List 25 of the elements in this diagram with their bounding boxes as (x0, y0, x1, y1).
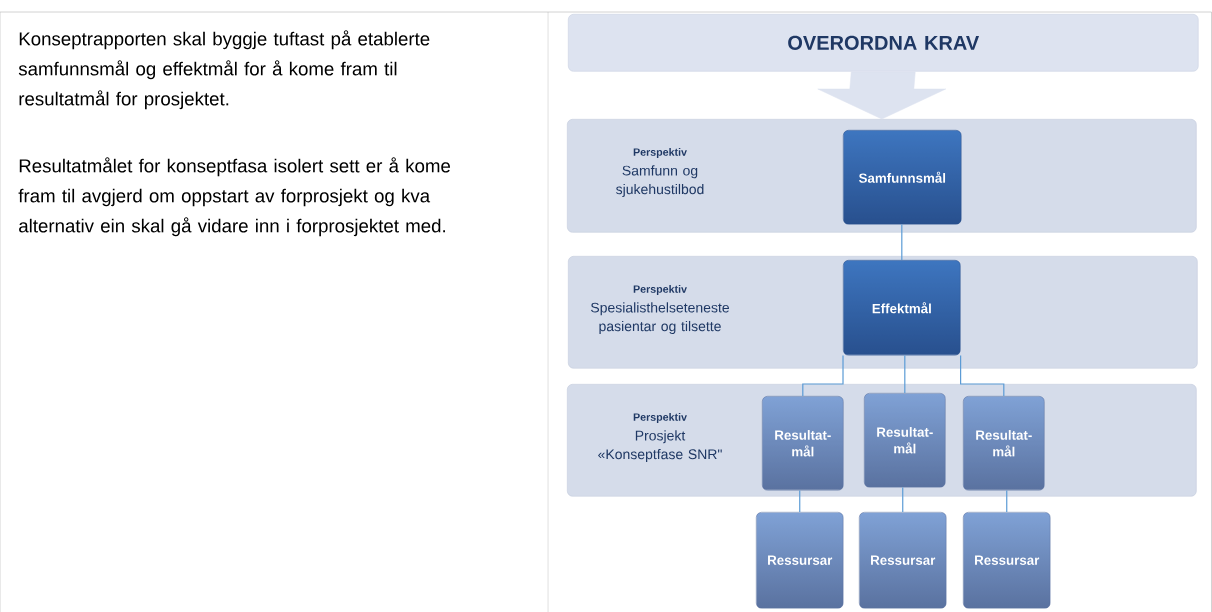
heading-band: OVERORDNA KRAV (568, 14, 1199, 72)
connector-line (904, 354, 906, 394)
paragraph: Resultatmålet for konseptfasa isolert sett er å kome fram til avgjerd om oppstart av forprosjekt og kva alternativ ein skal gå vidare inn i forprosjektet med. (18, 157, 451, 237)
connector-line (802, 354, 844, 397)
paragraph: Konseptrapporten skal byggje tuftast på etablerte samfunnsmål og effektmål for å kome fram til resultatmål for prosjektet. (18, 30, 430, 110)
goal-box: Effektmål (843, 260, 961, 356)
goal-box: Ressursar (963, 512, 1051, 609)
connector-line (799, 489, 801, 513)
goal-box: Resultat- mål (864, 393, 946, 488)
goal-box: Ressursar (859, 512, 947, 609)
goal-box: Ressursar (756, 512, 844, 609)
goal-box: Resultat- mål (963, 396, 1045, 491)
perspective-heading: Perspektiv (633, 148, 687, 158)
block-arrow (817, 71, 947, 120)
connector-line (1006, 489, 1008, 513)
goal-box: Resultat- mål (762, 396, 844, 491)
perspective-heading: Perspektiv (633, 285, 687, 295)
connector-line (960, 354, 1005, 397)
perspective-text: Samfunn og sjukehustilbod (616, 165, 704, 197)
perspective-text: Prosjekt «Konseptfase SNR" (598, 430, 722, 462)
connector-line (902, 486, 904, 513)
connector-line (901, 223, 903, 261)
perspective-heading: Perspektiv (633, 413, 687, 423)
perspective-text: Spesialisthelseteneste pasientar og tilsette (591, 302, 729, 334)
goal-box: Samfunnsmål (843, 130, 962, 225)
